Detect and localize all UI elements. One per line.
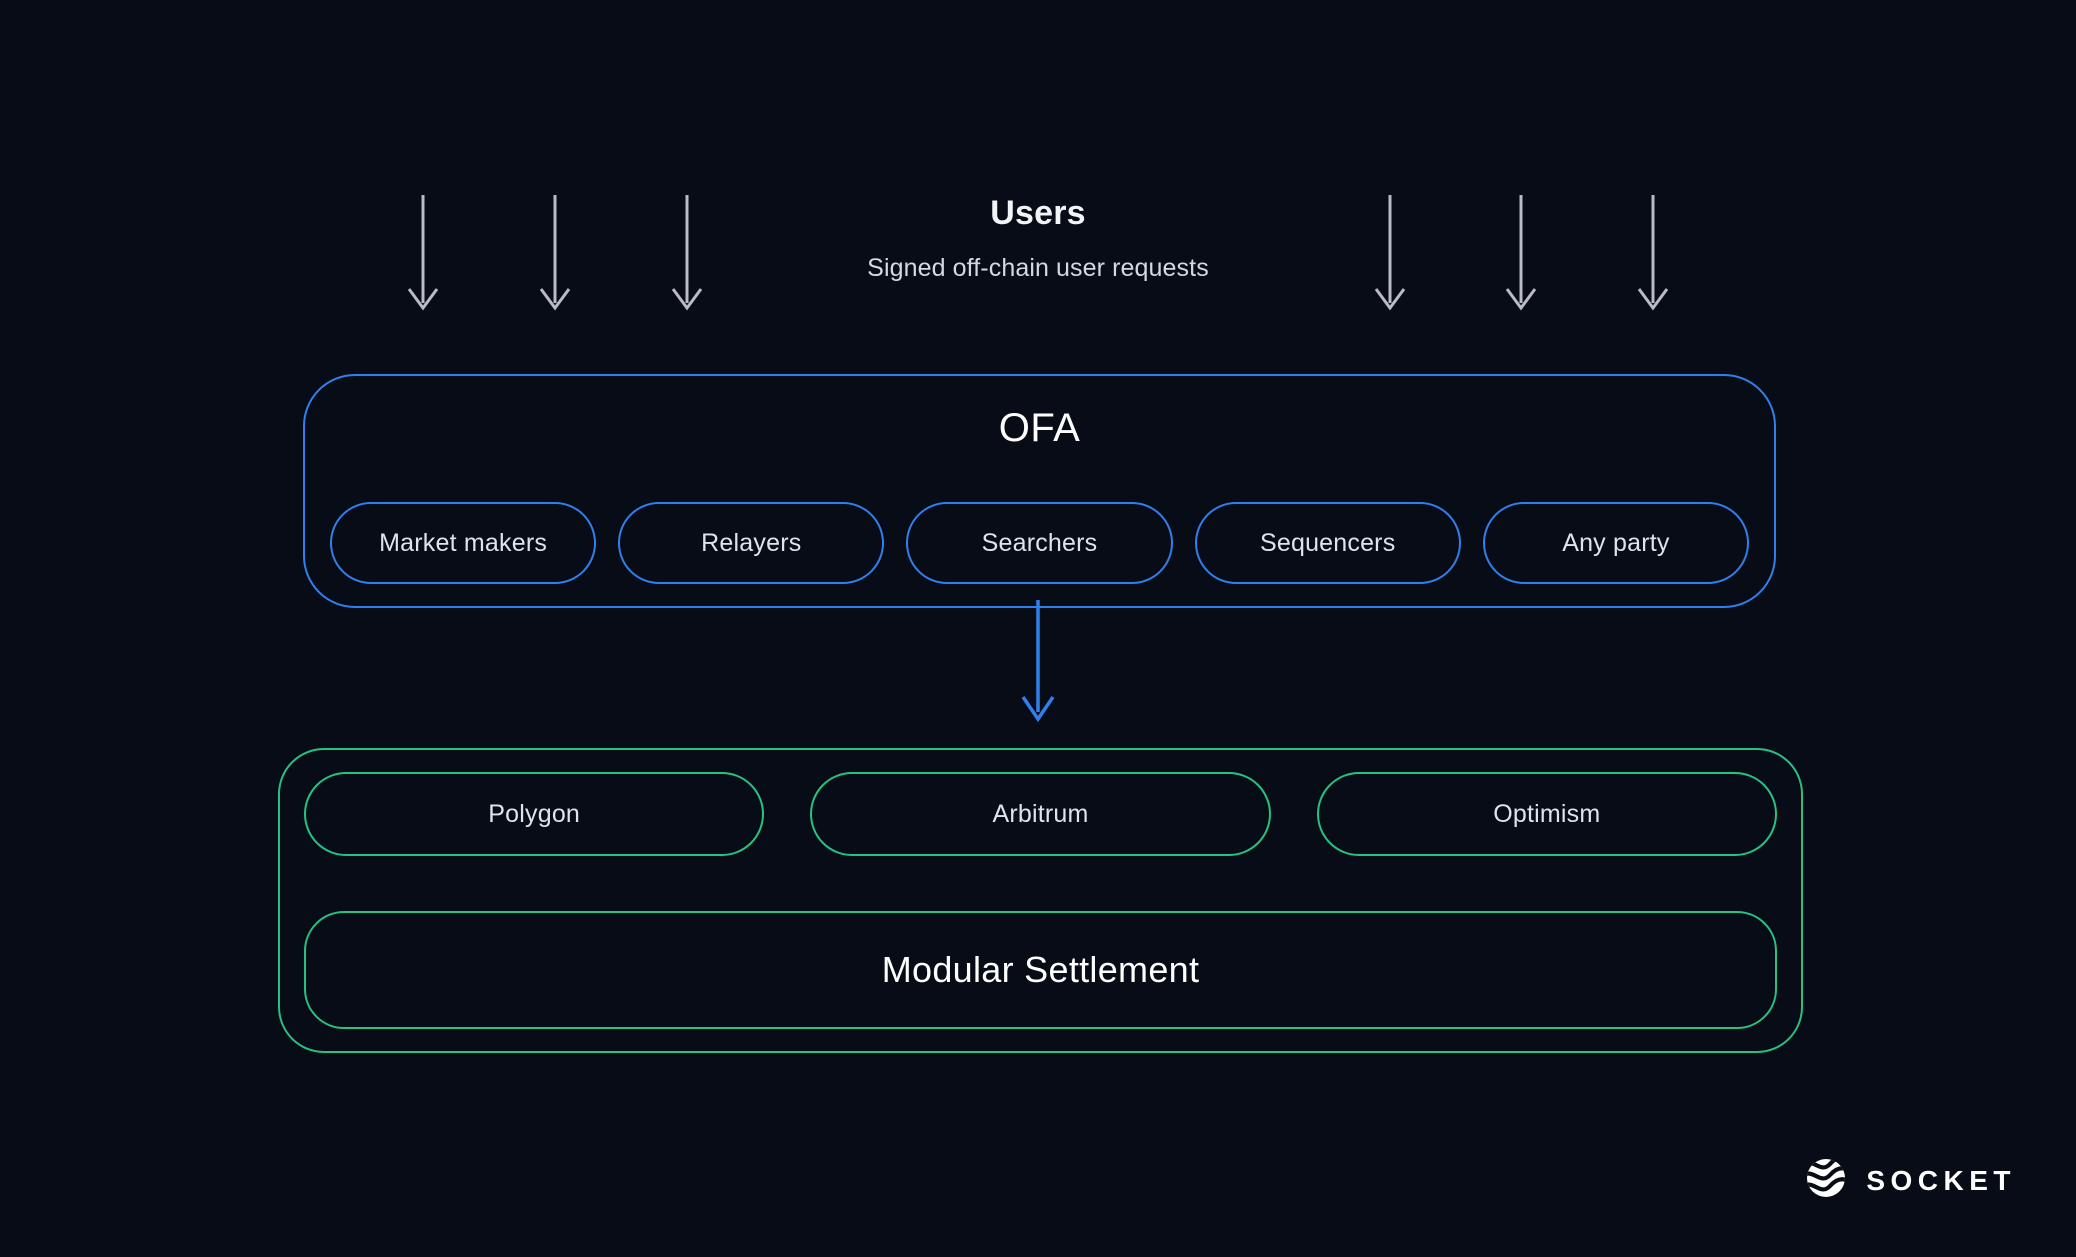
modular-settlement-label: Modular Settlement [881,949,1200,990]
chain-pill-polygon[interactable]: Polygon [304,772,765,856]
socket-globe-icon [1804,1156,1848,1205]
chain-pill-arbitrum[interactable]: Arbitrum [810,772,1271,856]
settlement-chain-row: Polygon Arbitrum Optimism [304,772,1777,856]
arrows-svg [407,195,1669,311]
ofa-pill-relayers[interactable]: Relayers [618,502,885,584]
ofa-to-settlement-connector [1000,600,1076,730]
settlement-container: Polygon Arbitrum Optimism Modular Settle… [278,748,1803,1053]
connector-arrow-icon [1021,600,1055,723]
user-arrow-1 [407,195,439,311]
modular-settlement-bar: Modular Settlement [304,911,1777,1029]
user-arrow-6 [1637,195,1669,311]
ofa-pill-any-party[interactable]: Any party [1482,502,1750,584]
user-arrow-2 [539,195,571,311]
ofa-pill-searchers[interactable]: Searchers [906,502,1173,584]
chain-pill-optimism[interactable]: Optimism [1316,772,1777,856]
ofa-pill-market-makers[interactable]: Market makers [330,502,597,584]
user-arrow-3 [671,195,703,311]
user-arrow-4 [1374,195,1406,311]
user-request-arrows [0,185,2076,330]
user-arrow-5 [1505,195,1537,311]
ofa-pill-sequencers[interactable]: Sequencers [1194,502,1461,584]
ofa-participant-row: Market makers Relayers Searchers Sequenc… [330,502,1750,584]
socket-wordmark: SOCKET [1866,1164,2016,1196]
ofa-container: OFA Market makers Relayers Searchers Seq… [303,374,1776,608]
socket-brand: SOCKET [1804,1156,2016,1205]
ofa-title: OFA [998,406,1081,450]
